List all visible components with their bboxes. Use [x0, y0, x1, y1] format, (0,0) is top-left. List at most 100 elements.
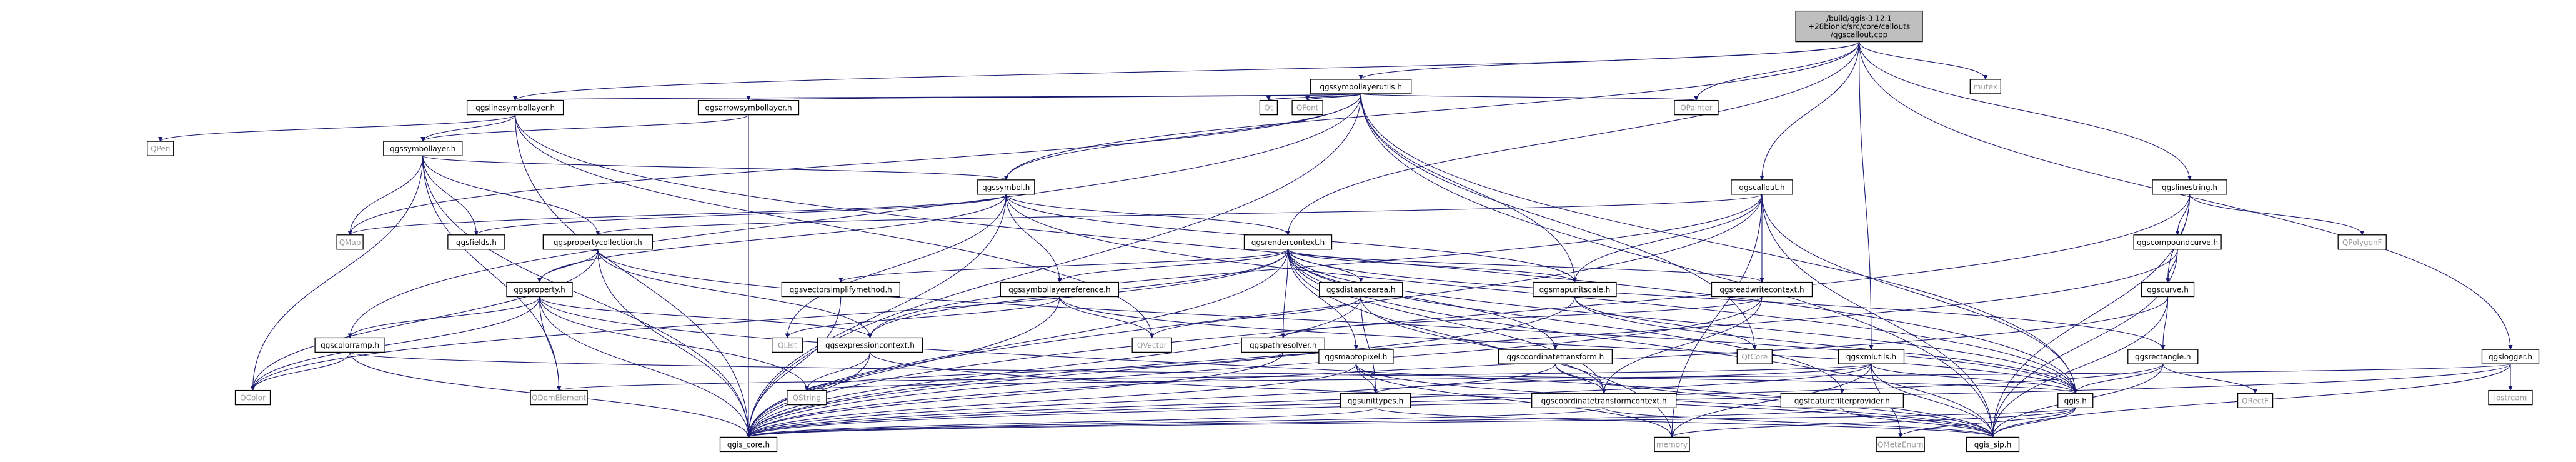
node-qgspathresolver[interactable]: qgspathresolver.h [1241, 337, 1325, 353]
node-qtcore[interactable]: QtCore [1736, 349, 1773, 364]
node-root[interactable]: /build/qgis-3.12.1+28bionic/src/core/cal… [1795, 10, 1923, 43]
node-qcolor[interactable]: QColor [234, 389, 271, 406]
node-qgscoordinatetransformcontext[interactable]: qgscoordinatetransformcontext.h [1531, 393, 1677, 408]
edge-qgsxmlutils-to-memory [1672, 364, 1872, 437]
node-box [2237, 393, 2274, 408]
node-qgssymbol[interactable]: qgssymbol.h [977, 179, 1035, 195]
edge-qgsmaptopixel-to-qgis_core [748, 364, 1356, 437]
node-box [817, 337, 923, 353]
node-label: QString [793, 394, 821, 403]
node-qgsproperty[interactable]: qgsproperty.h [506, 281, 573, 298]
node-box [1291, 99, 1323, 116]
node-box [1780, 393, 1904, 408]
node-qgsxmlutils[interactable]: qgsxmlutils.h [1838, 349, 1905, 364]
node-label: qgsexpressioncontext.h [825, 341, 915, 349]
edge-qgspropertycollection-to-qgis [597, 249, 2076, 394]
node-qgis_sip[interactable]: qgis_sip.h [1966, 436, 2020, 453]
edge-qgsunittypes-to-qgis_sip [1375, 407, 1993, 437]
node-qfont[interactable]: QFont [1291, 99, 1323, 116]
node-label: qgssymbollayer.h [390, 144, 455, 153]
node-label: qgsfields.h [456, 238, 497, 247]
node-qgslogger[interactable]: qgslogger.h [2481, 349, 2540, 364]
edge-qgsunittypes-to-qgis_core [748, 407, 1376, 437]
node-label: qgsunittypes.h [1348, 396, 1403, 405]
node-qlist[interactable]: QList [772, 337, 803, 353]
node-qgscallout[interactable]: qgscallout.h [1731, 179, 1793, 195]
edge-qgslinestring-to-qpolygonf [2189, 194, 2362, 235]
edge-qgsrendercontext-to-qgsmaptopixel [1287, 249, 1356, 349]
node-qgsfields[interactable]: qgsfields.h [447, 234, 505, 250]
node-qgscolorramp[interactable]: qgscolorramp.h [314, 337, 385, 353]
node-qgscompoundcurve[interactable]: qgscompoundcurve.h [2133, 234, 2222, 250]
node-label: QMetaEnum [1877, 440, 1924, 449]
node-box [2337, 234, 2387, 250]
node-box [1795, 10, 1923, 43]
node-mutex[interactable]: mutex [1969, 79, 2001, 94]
node-label: QList [778, 341, 797, 349]
node-qgspropertycollection[interactable]: qgspropertycollection.h [542, 234, 653, 250]
edge-qgsmaptopixel-to-memory [1355, 364, 1672, 437]
node-label: QFont [1296, 104, 1319, 113]
node-qpolygonf[interactable]: QPolygonF [2337, 234, 2387, 250]
node-label: qgssymbol.h [982, 183, 1030, 192]
node-label: /qgscallout.cpp [1831, 31, 1887, 39]
node-qgsvectorsimplifymethod[interactable]: qgsvectorsimplifymethod.h [781, 281, 900, 298]
edge-qgsproperty-to-qgsexpressioncontext [539, 296, 870, 338]
node-qstring[interactable]: QString [787, 389, 827, 406]
node-qgsreadwritecontext[interactable]: qgsreadwritecontext.h [1711, 281, 1813, 298]
edge-qgscurve-to-qgis_sip [1992, 296, 2169, 438]
edge-qgslinesymbollayer-to-qgssymbollayer [423, 114, 516, 141]
edge-qgssymbollayerutils-to-qgslinesymbollayer [515, 93, 1361, 101]
edge-qgsrendercontext-to-qgspathresolver [1283, 249, 1289, 338]
node-qgscurve[interactable]: qgscurve.h [2141, 281, 2195, 298]
node-box [336, 234, 364, 250]
node-qgis[interactable]: qgis.h [2057, 393, 2094, 408]
node-qgsfeaturefilterprovider[interactable]: qgsfeaturefilterprovider.h [1780, 393, 1904, 408]
node-qgsmaptopixel[interactable]: qgsmaptopixel.h [1318, 349, 1394, 364]
edge-qgscurve-to-qgis_core [748, 296, 2169, 438]
node-qmap[interactable]: QMap [336, 234, 364, 250]
edge-qgsmapunitscale-to-qtcore [1574, 296, 1754, 350]
node-qgsrendercontext[interactable]: qgsrendercontext.h [1243, 234, 1333, 250]
node-box [466, 99, 564, 116]
node-qgsunittypes[interactable]: qgsunittypes.h [1340, 393, 1411, 408]
node-qgsarrowsymbollayer[interactable]: qgsarrowsymbollayer.h [697, 99, 800, 116]
node-qgslinestring[interactable]: qgslinestring.h [2152, 179, 2227, 195]
node-iostream[interactable]: iostream [2488, 389, 2533, 406]
edge-qgscoordinatetransform-to-qgscoordinatetransformcontext [1554, 364, 1604, 393]
node-qpainter[interactable]: QPainter [1674, 99, 1719, 116]
edge-qgsproperty-to-qgis_core [539, 296, 748, 438]
node-qgsrectangle[interactable]: qgsrectangle.h [2127, 349, 2199, 364]
node-qgssymbollayerreference[interactable]: qgssymbollayerreference.h [1000, 281, 1120, 298]
edge-qgspropertycollection-to-qgsexpressioncontext [597, 249, 870, 338]
node-qgscoordinatetransform[interactable]: qgscoordinatetransform.h [1498, 349, 1613, 364]
node-box [697, 99, 800, 116]
node-qmetaenum[interactable]: QMetaEnum [1876, 436, 1925, 453]
node-qgssymbollayer[interactable]: qgssymbollayer.h [383, 141, 463, 156]
edge-qgscallout-to-qgis_core [748, 194, 1763, 438]
node-qt[interactable]: Qt [1259, 99, 1278, 116]
node-qgis_core[interactable]: qgis_core.h [719, 436, 778, 453]
edge-qgslinesymbollayer-to-qgis_core [515, 114, 748, 438]
node-box [1319, 281, 1403, 298]
node-qrectf[interactable]: QRectF [2237, 393, 2274, 408]
edge-qgsrendercontext-to-qgssymbollayerreference [1060, 249, 1289, 283]
edge-qgsxmlutils-to-qgis_sip [1871, 364, 1992, 437]
node-qgsexpressioncontext[interactable]: qgsexpressioncontext.h [817, 337, 923, 353]
node-qgsmapunitscale[interactable]: qgsmapunitscale.h [1533, 281, 1617, 298]
node-qgslinesymbollayer[interactable]: qgslinesymbollayer.h [466, 99, 564, 116]
node-box [1736, 349, 1773, 364]
node-qdomelement[interactable]: QDomElement [530, 389, 588, 406]
node-qgsdistancearea[interactable]: qgsdistancearea.h [1319, 281, 1403, 298]
node-qgssymbollayerutils[interactable]: qgssymbollayerutils.h [1310, 79, 1412, 94]
edge-root-to-qpainter [1696, 41, 1860, 101]
node-box [2057, 393, 2094, 408]
node-qvector[interactable]: QVector [1131, 337, 1172, 353]
node-memory[interactable]: memory [1654, 436, 1690, 453]
edge-qgsreadwritecontext-to-qgis_core [748, 296, 1763, 438]
edge-qgssymbollayerreference-to-qgis_core [748, 296, 1060, 438]
node-qpen[interactable]: QPen [147, 141, 174, 156]
node-box [314, 337, 385, 353]
edge-qgsxmlutils-to-qdomelement [559, 363, 1872, 390]
edge-qgsarrowsymbollayer-to-qgssymbollayer [423, 114, 749, 141]
